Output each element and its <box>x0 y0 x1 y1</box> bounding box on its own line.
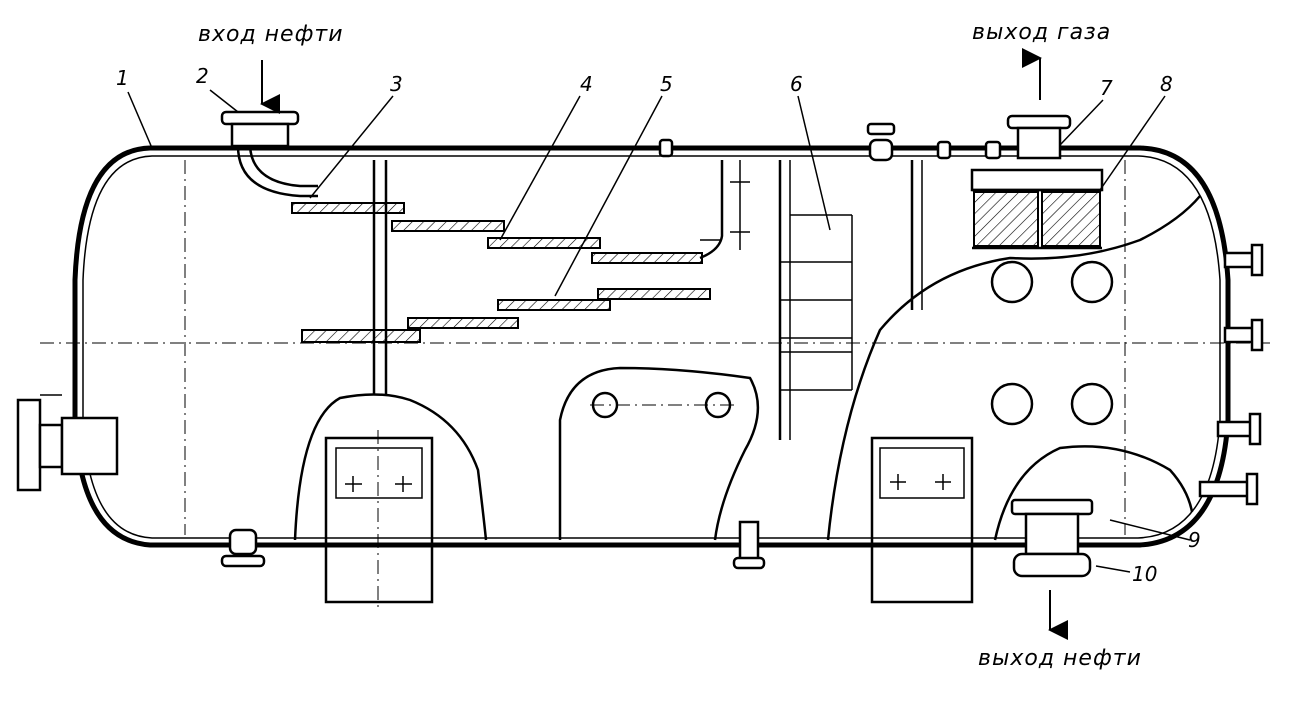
callout-10: 10 <box>1132 562 1158 586</box>
partition <box>910 160 923 310</box>
callout-3: 3 <box>390 72 403 96</box>
callout-1: 1 <box>116 66 129 90</box>
mist-extractor <box>970 168 1104 250</box>
callout-6: 6 <box>790 72 803 96</box>
oil-outlet-label: выход нефти <box>978 646 1142 671</box>
callout-7: 7 <box>1100 76 1113 100</box>
top-fittings <box>658 48 1072 162</box>
inlet-pipe <box>220 60 318 198</box>
cutaways <box>293 195 1201 541</box>
port-holes <box>590 260 1114 426</box>
saddles <box>324 436 974 604</box>
callout-5: 5 <box>660 72 673 96</box>
right-nozzles <box>1198 243 1264 506</box>
baffle-trays <box>291 160 750 395</box>
oil-inlet-label: вход нефти <box>198 22 344 47</box>
left-nozzle <box>16 394 119 492</box>
callout-leaders <box>127 89 1191 573</box>
callout-2: 2 <box>196 64 209 88</box>
ladder <box>778 160 853 440</box>
vessel-shell <box>72 145 1231 548</box>
callout-9: 9 <box>1188 528 1201 552</box>
center-lines <box>40 160 1270 610</box>
gas-outlet-label: выход газа <box>972 20 1112 45</box>
callout-8: 8 <box>1160 72 1173 96</box>
callout-4: 4 <box>580 72 593 96</box>
bottom-drains <box>220 498 1094 640</box>
